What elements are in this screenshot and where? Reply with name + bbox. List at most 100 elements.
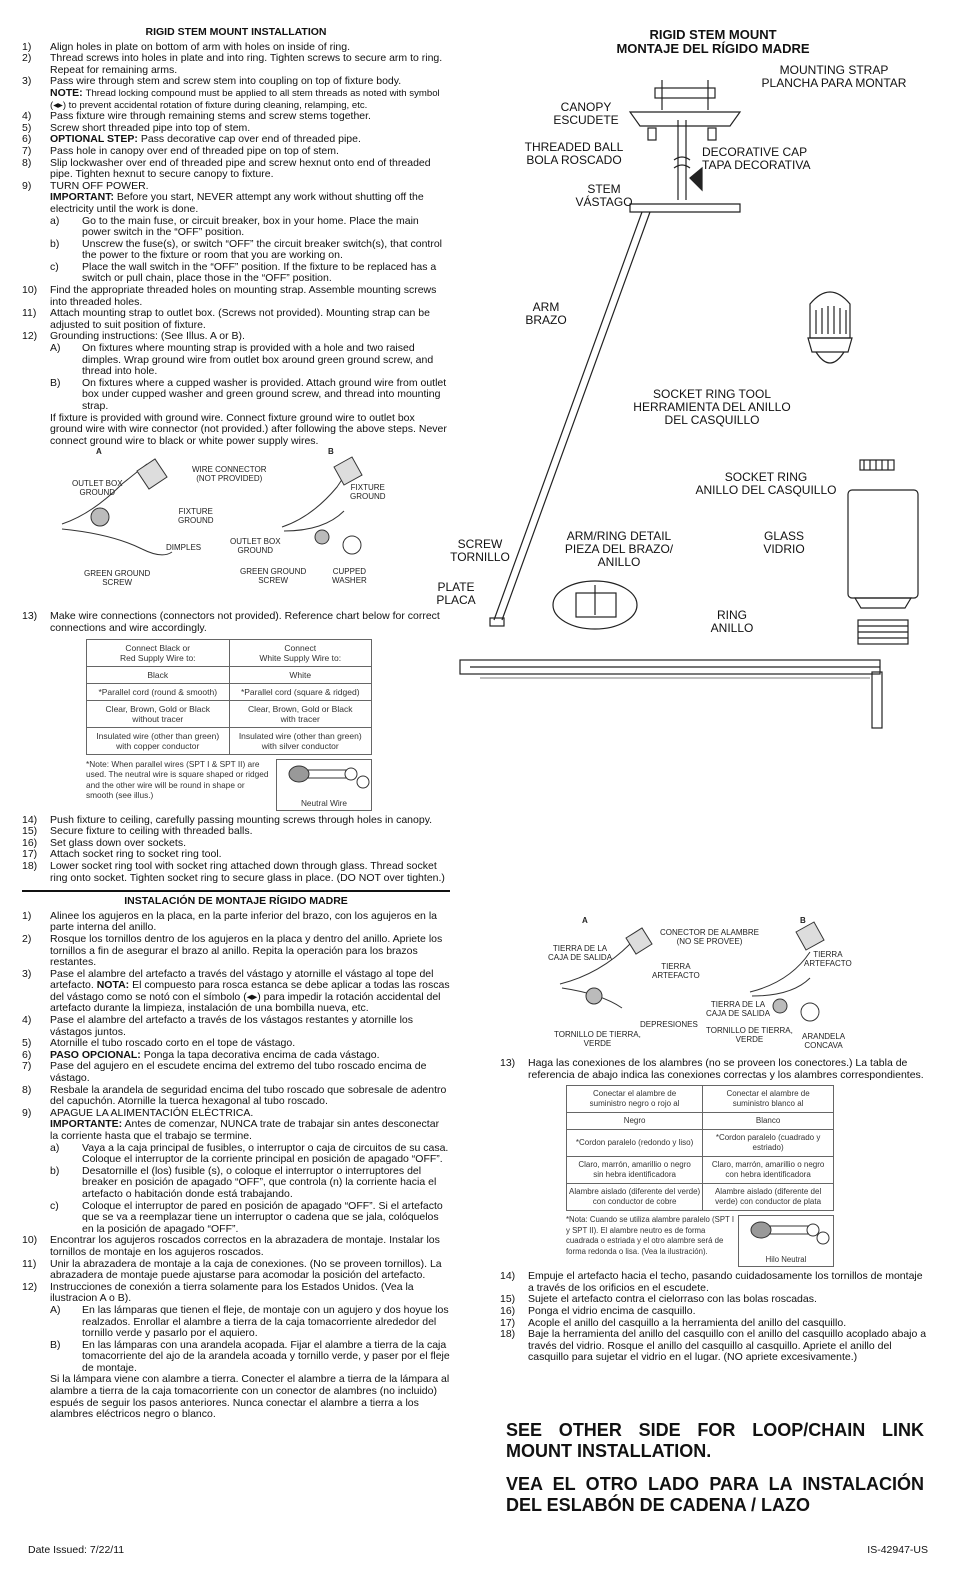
date-issued: Date Issued: 7/22/11	[28, 1544, 125, 1556]
label-outlet-box-ground: OUTLET BOX GROUND	[72, 479, 123, 498]
step-11: 11)Attach mounting strap to outlet box. …	[22, 307, 430, 331]
step-7: 7)Pass hole in canopy over end of thread…	[22, 144, 339, 157]
step-13: 13)Make wire connections (connectors not…	[22, 610, 440, 634]
label-tierra-artefacto-a: TIERRA ARTEFACTO	[652, 962, 700, 980]
label-outlet-box-ground-b: OUTLET BOX GROUND	[230, 537, 281, 556]
neutral-wire-illustration: Neutral Wire	[276, 758, 372, 811]
label-tornillo-b: TORNILLO DE TIERRA, VERDE	[706, 1026, 793, 1044]
label-tierra-caja: TIERRA DE LA CAJA DE SALIDA	[548, 944, 613, 962]
paso-2: 2)Rosque los tornillos dentro de los agu…	[22, 932, 443, 969]
label-tornillo-a: TORNILLO DE TIERRA, VERDE	[554, 1030, 641, 1048]
step-17: 17)Attach socket ring to socket ring too…	[22, 848, 222, 861]
step-15: 15)Secure fixture to ceiling with thread…	[22, 825, 253, 838]
label-fixture-ground-b: FIXTURE GROUND	[350, 483, 386, 502]
label-threaded-ball: THREADED BALL BOLA ROSCADO	[524, 140, 624, 167]
paso-9b: b)Desatornille el (los) fusible (s), o c…	[50, 1164, 437, 1200]
label-b: B	[328, 447, 334, 457]
label-ring: RING ANILLO	[710, 608, 754, 635]
step-8: 8)Slip lockwasher over end of threaded p…	[22, 156, 431, 181]
label-plate: PLATE PLACA	[436, 580, 476, 607]
label-socket-ring-tool: SOCKET RING TOOL HERRAMIENTA DEL ANILLO …	[633, 387, 791, 427]
step-1: 1)Align holes in plate on bottom of arm …	[22, 40, 351, 53]
wire-table-en: Connect Black or Red Supply Wire to:Conn…	[86, 638, 372, 755]
step-12A: A)On fixtures where mounting strap is pr…	[50, 342, 434, 378]
wire-table-es: Conectar el alambre de suministro negro …	[565, 1085, 834, 1212]
paso-17: 17)Acople el anillo del casquillo a la h…	[500, 1316, 847, 1329]
step-2: 2)Thread screws into holes in plate and …	[22, 52, 443, 76]
label-stem: STEM VÁSTAGO	[575, 182, 633, 209]
label-a: A	[96, 447, 102, 457]
label-a-es: A	[582, 916, 588, 925]
grounding-diagram-en: A B WIRE CONNECTOR (NOT PROVIDED) OUTLET…	[22, 447, 450, 609]
label-arm-ring-detail: ARM/RING DETAIL PIEZA DEL BRAZO/ ANILLO	[564, 529, 674, 569]
label-fixture-ground-a: FIXTURE GROUND	[178, 507, 214, 526]
document-id: IS-42947-US	[867, 1544, 928, 1556]
paso-6: 6)PASO OPCIONAL: Ponga la tapa decorativ…	[22, 1048, 380, 1061]
see-other-side-notice: SEE OTHER SIDE FOR LOOP/CHAIN LINK MOUNT…	[506, 1420, 924, 1461]
step-12-paragraph: If fixture is provided with ground wire.…	[50, 411, 447, 447]
label-green-ground-screw-a: GREEN GROUND SCREW	[84, 569, 151, 588]
instructions-column: RIGID STEM MOUNT INSTALLATION 1)Align ho…	[22, 25, 450, 1421]
wire-note-en: *Note: When parallel wires (SPT I & SPT …	[86, 758, 372, 811]
paso-1: 1)Alinee los agujeros en la placa, en la…	[22, 909, 437, 934]
paso-7: 7)Pase del agujero en el escudete encima…	[22, 1060, 427, 1085]
diagram-title-en: RIGID STEM MOUNT	[649, 27, 777, 42]
paso-5: 5)Atornille el tubo roscado corto en el …	[22, 1037, 296, 1050]
label-socket-ring: SOCKET RING ANILLO DEL CASQUILLO	[695, 470, 837, 497]
grounding-illustration	[61, 456, 363, 556]
label-dimples: DIMPLES	[166, 543, 202, 553]
step-3: 3)Pass wire through stem and screw stem …	[22, 75, 440, 111]
grounding-diagram-es: A B CONECTOR DE ALAMBRE (NO SE PROVEE) T…	[540, 914, 920, 1054]
spanish-title: INSTALACIÓN DE MONTAJE RÍGIDO MADRE	[124, 895, 348, 908]
step-5: 5)Screw short threaded pipe into top of …	[22, 121, 251, 134]
spanish-continued-column: 13)Haga las conexiones de los alambres (…	[500, 1057, 930, 1364]
paso-12A: A)En las lámparas que tienen el fleje, d…	[50, 1303, 449, 1340]
step-10: 10)Find the appropriate threaded holes o…	[22, 284, 437, 308]
vea-otro-lado-notice: VEA EL OTRO LADO PARA LA INSTALACIÓN DEL…	[506, 1474, 924, 1515]
main-diagram: RIGID STEM MOUNT MONTAJE DEL RÍGIDO MADR…	[436, 20, 954, 740]
step-9a: a)Go to the main fuse, or circuit breake…	[50, 214, 419, 239]
label-mounting-strap: MOUNTING STRAP PLANCHA PARA MONTAR	[761, 63, 907, 90]
label-arm: ARM BRAZO	[525, 300, 567, 327]
paso-15: 15)Sujete el artefacto contra el cielorr…	[500, 1293, 817, 1306]
paso-9: 9)APAGUE LA ALIMENTACIÓN ELÉCTRICA.IMPOR…	[22, 1106, 440, 1142]
step-16: 16)Set glass down over sockets.	[22, 836, 186, 849]
label-canopy: CANOPY ESCUDETE	[553, 100, 619, 127]
step-6: 6)OPTIONAL STEP: Pass decorative cap ove…	[22, 133, 361, 146]
label-glass: GLASS VIDRIO	[763, 529, 805, 556]
label-tierra-caja-b: TIERRA DE LA CAJA DE SALIDA	[706, 1000, 771, 1018]
label-screw: SCREW TORNILLO	[450, 537, 510, 564]
diagram-title-es: MONTAJE DEL RÍGIDO MADRE	[616, 41, 810, 56]
paso-8: 8)Resbale la arandela de seguridad encim…	[22, 1083, 447, 1108]
label-decorative-cap: DECORATIVE CAP TAPA DECORATIVA	[702, 145, 811, 172]
step-14: 14)Push fixture to ceiling, carefully pa…	[22, 813, 433, 826]
hilo-neutral-illustration: Hilo Neutral	[738, 1215, 834, 1268]
label-b-es: B	[800, 916, 806, 925]
paso-10: 10)Encontrar los agujeros roscados corre…	[22, 1234, 440, 1258]
label-cupped-washer: CUPPED WASHER	[332, 567, 367, 586]
paso-4: 4)Pase el alambre del artefacto a través…	[22, 1014, 414, 1038]
label-tierra-artefacto-b: TIERRA ARTEFACTO	[804, 950, 852, 968]
step-9c: c)Place the wall switch in the “OFF” pos…	[50, 260, 437, 285]
paso-11: 11)Unir la abrazadera de montaje a la ca…	[22, 1257, 442, 1282]
step-9: 9)TURN OFF POWER.IMPORTANT: Before you s…	[22, 179, 424, 215]
paso-13: 13)Haga las conexiones de los alambres (…	[500, 1057, 924, 1081]
section-divider	[22, 890, 450, 893]
label-wire-connector: WIRE CONNECTOR (NOT PROVIDED)	[192, 465, 267, 484]
label-arandela: ARANDELA CONCAVA	[802, 1032, 846, 1050]
english-title: RIGID STEM MOUNT INSTALLATION	[145, 26, 327, 38]
label-depresiones: DEPRESIONES	[640, 1020, 698, 1029]
paso-14: 14)Empuje el artefacto hacia el techo, p…	[500, 1270, 923, 1294]
paso-3: 3)Pase el alambre del artefacto a través…	[22, 967, 450, 1015]
step-18: 18)Lower socket ring tool with socket ri…	[22, 859, 445, 884]
paso-12-paragraph: Si la lámpara viene con alambre a tierra…	[50, 1373, 450, 1421]
label-connector-es: CONECTOR DE ALAMBRE (NO SE PROVEE)	[660, 928, 759, 946]
step-12: 12)Grounding instructions: (See Illus. A…	[22, 330, 245, 343]
paso-12: 12)Instrucciones de conexión a tierra so…	[22, 1280, 414, 1305]
step-9b: b)Unscrew the fuse(s), or switch “OFF” t…	[50, 237, 443, 262]
paso-12B: B)En las lámparas con una arandela acopa…	[50, 1338, 450, 1374]
label-green-ground-screw-b: GREEN GROUND SCREW	[240, 567, 307, 586]
fixture-exploded-view	[459, 80, 919, 729]
step-4: 4)Pass fixture wire through remaining st…	[22, 110, 371, 123]
step-12B: B)On fixtures where a cupped washer is p…	[50, 376, 447, 412]
